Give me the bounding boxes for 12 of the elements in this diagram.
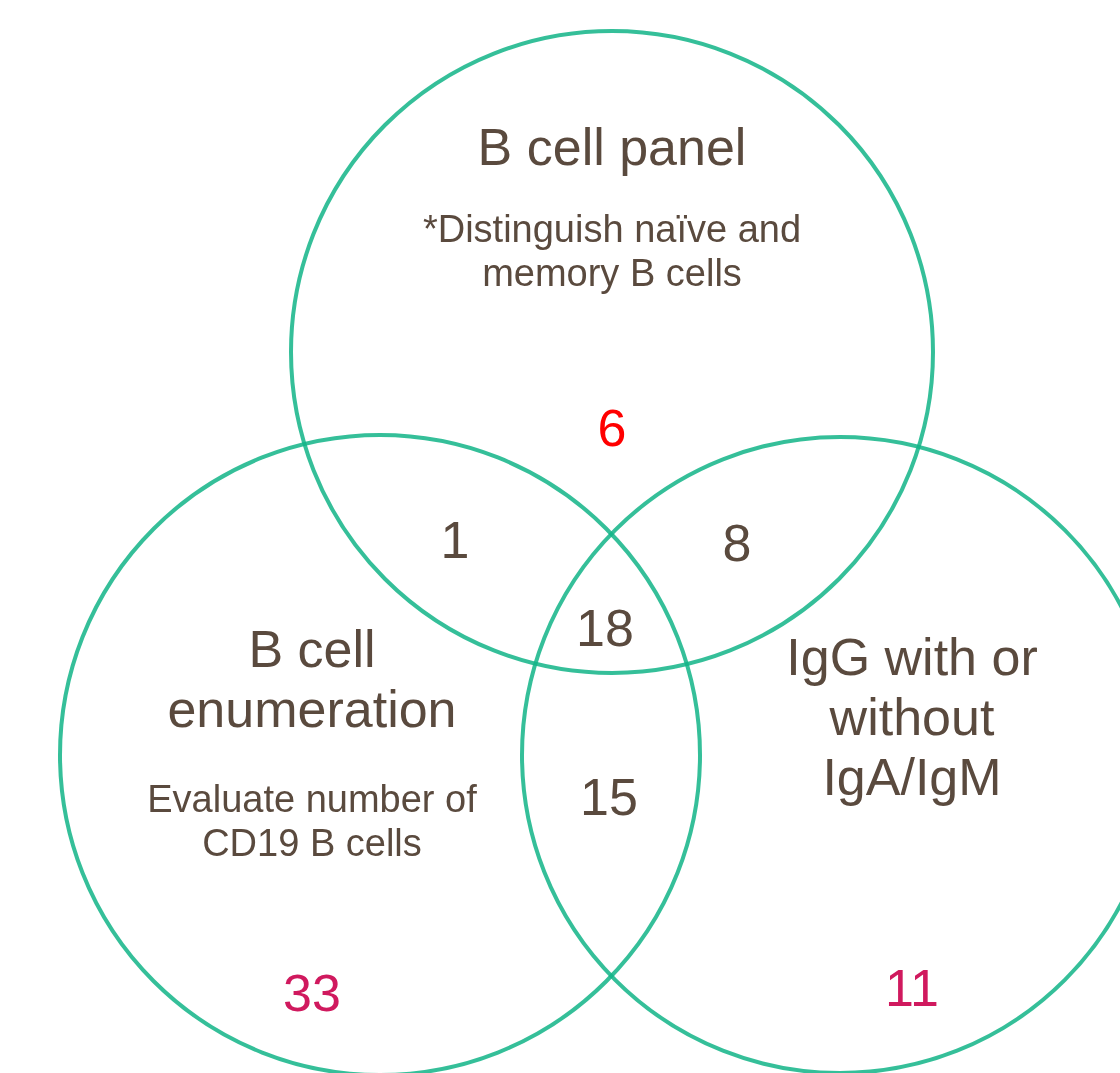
set-title: B cell panel: [476, 118, 748, 178]
count-label: 15: [579, 771, 639, 823]
set-title: IgG with or without IgA/IgM: [785, 628, 1039, 808]
set-title: B cell enumeration: [166, 620, 458, 740]
count-label: 33: [282, 967, 342, 1019]
count-label: 18: [575, 602, 635, 654]
count-label: 6: [596, 402, 628, 454]
set-description: Evaluate number of CD19 B cells: [146, 778, 478, 866]
set-description: *Distinguish naïve and memory B cells: [421, 208, 803, 296]
count-label: 1: [439, 514, 471, 566]
count-label: 11: [884, 962, 940, 1014]
count-label: 8: [721, 517, 753, 569]
